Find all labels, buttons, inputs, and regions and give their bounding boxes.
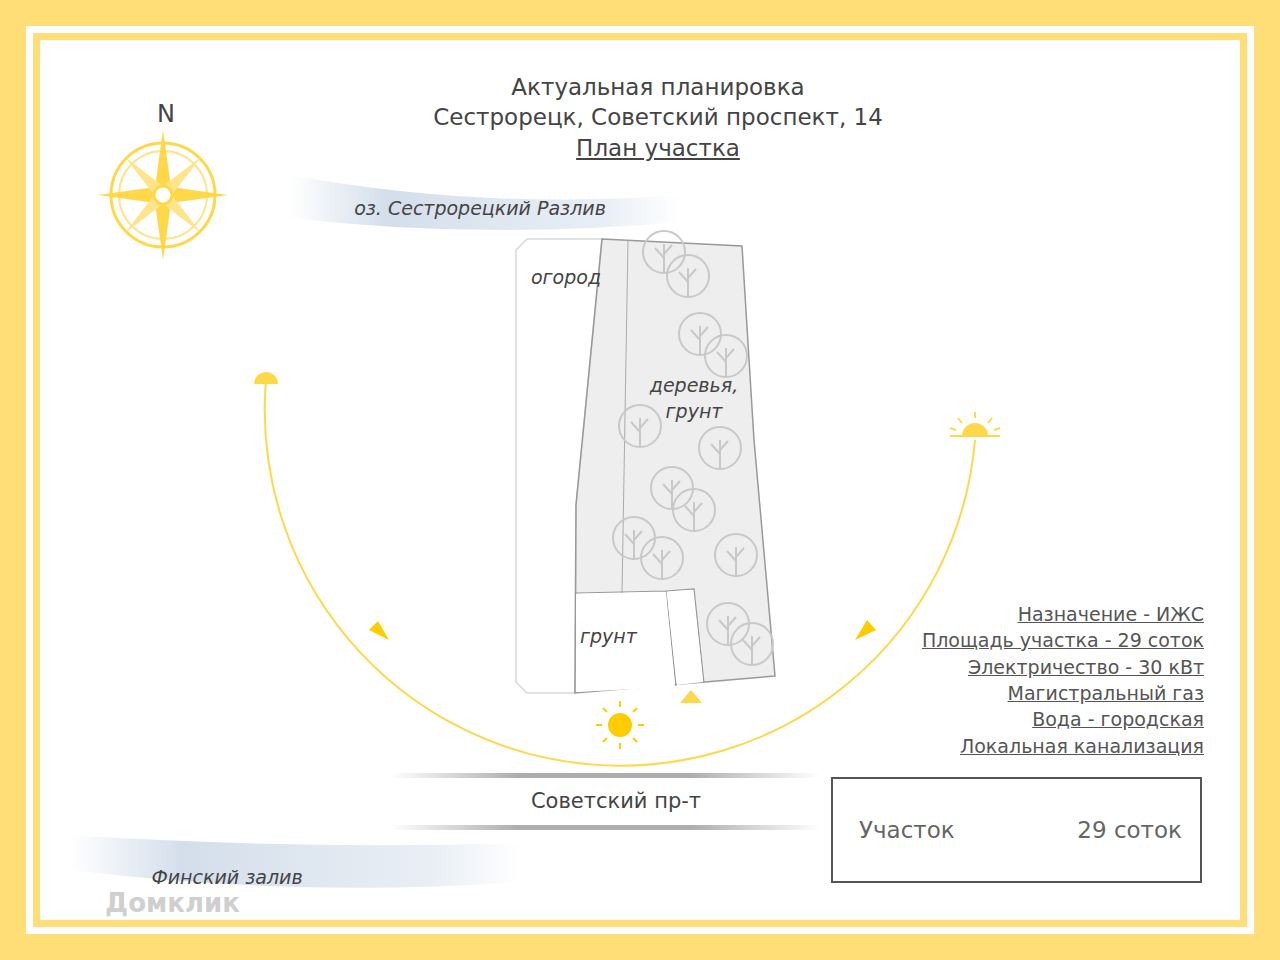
street-label: Советский пр-т	[531, 789, 701, 813]
info-line: Магистральный газ	[1008, 682, 1204, 704]
trees-area: деревья, грунт	[634, 370, 754, 426]
region-label: 29 соток	[1077, 817, 1182, 843]
compass-north: N	[157, 100, 175, 128]
plan-heading: План участка	[576, 135, 740, 161]
info-line: Вода - городская	[1032, 708, 1204, 730]
info-line: Электричество - 30 кВт	[968, 656, 1204, 678]
region-label: грунт	[580, 625, 637, 647]
lake-label: оз. Сестрорецкий Разлив	[354, 197, 606, 219]
watermark: Домклик	[105, 888, 240, 918]
address: Сестрорецк, Советский проспект, 14	[433, 104, 883, 130]
gulf-label: Финский залив	[151, 866, 302, 888]
info-line: Локальная канализация	[960, 735, 1204, 757]
garden-area: огород	[518, 258, 618, 298]
region-label: деревья, грунт	[639, 372, 749, 424]
info-line: Площадь участка - 29 соток	[922, 629, 1204, 651]
region-label: огород	[531, 266, 601, 288]
title: Актуальная планировка	[511, 74, 804, 100]
region-label: Участок	[859, 817, 955, 843]
info-line: Назначение - ИЖС	[1018, 603, 1204, 625]
ground-area: грунт	[577, 617, 665, 657]
plot-info-box: Участок 29 соток	[831, 777, 1202, 883]
